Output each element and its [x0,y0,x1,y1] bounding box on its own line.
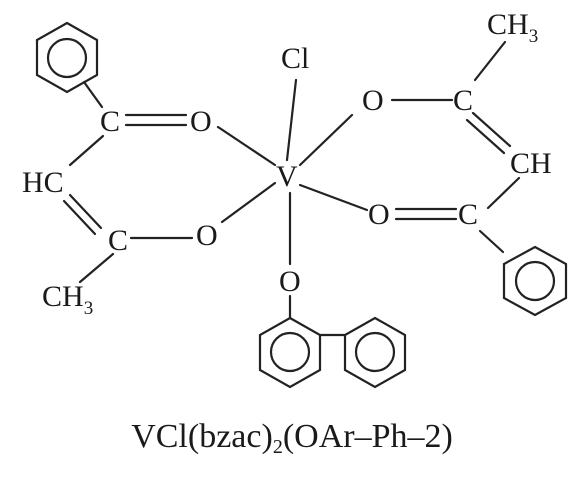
atom-o-top-left: O [190,105,212,138]
atom-c-top-left: C [100,105,120,138]
bond-c-ch-right-b [465,118,506,155]
atom-c-bottom-left: C [108,224,128,257]
aryl-ring-phenoxide [258,316,322,389]
atom-ch-right: CH [510,147,552,180]
aryloxy-bonds [288,294,347,337]
bond-phenyl-c-top-left [82,80,104,109]
bond-v-o-top-left [216,125,277,167]
atom-ch3-left: CH3 [42,280,93,319]
bond-hc-c-left-b [62,199,97,236]
atom-hc-left: HC [22,166,64,199]
bond-v-o-top-right [298,113,354,167]
phenyl-ring-bottom-right [502,245,568,317]
atom-cl: Cl [281,42,309,75]
atom-v: V [276,160,298,193]
left-chelate-bonds [62,80,194,284]
bond-ch-c-right [486,176,521,210]
metal-bonds [216,78,369,266]
atom-o-bottom-left: O [196,219,218,252]
bond-c-phenyl-right [478,229,505,254]
bond-c-ch3-left [78,252,115,284]
atom-ch3-right-sub: 3 [529,26,539,47]
bond-hc-c-left-a [68,193,103,230]
phenyl-ring-top-left [35,21,99,94]
caption-prefix: VCl(bzac) [131,418,273,455]
aryl-ring-phenyl [343,316,407,389]
right-chelate-bonds [390,40,521,254]
atom-o-aryloxy: O [279,265,301,298]
atom-c-top-right: C [453,84,473,117]
atom-ch3-left-main: CH [42,280,84,313]
atom-o-top-right: O [362,84,384,117]
caption-suffix: (OAr–Ph–2) [282,418,453,455]
bond-v-o-bottom-right [298,183,369,212]
bond-c-ch-right-a [471,111,512,148]
atom-ch3-right: CH3 [487,8,538,47]
atom-ch3-right-main: CH [487,8,529,41]
bond-v-o-bottom-left [220,181,277,224]
atom-c-bottom-right: C [458,198,478,231]
bond-c-ch3-right [473,40,507,82]
caption-subscript: 2 [272,436,283,458]
bond-v-cl [285,78,298,162]
compound-formula-caption: VCl(bzac)2(OAr–Ph–2) [0,418,584,468]
atom-ch3-left-sub: 3 [84,298,94,319]
atom-o-bottom-right: O [368,198,390,231]
bond-c-hc-left [68,134,105,167]
